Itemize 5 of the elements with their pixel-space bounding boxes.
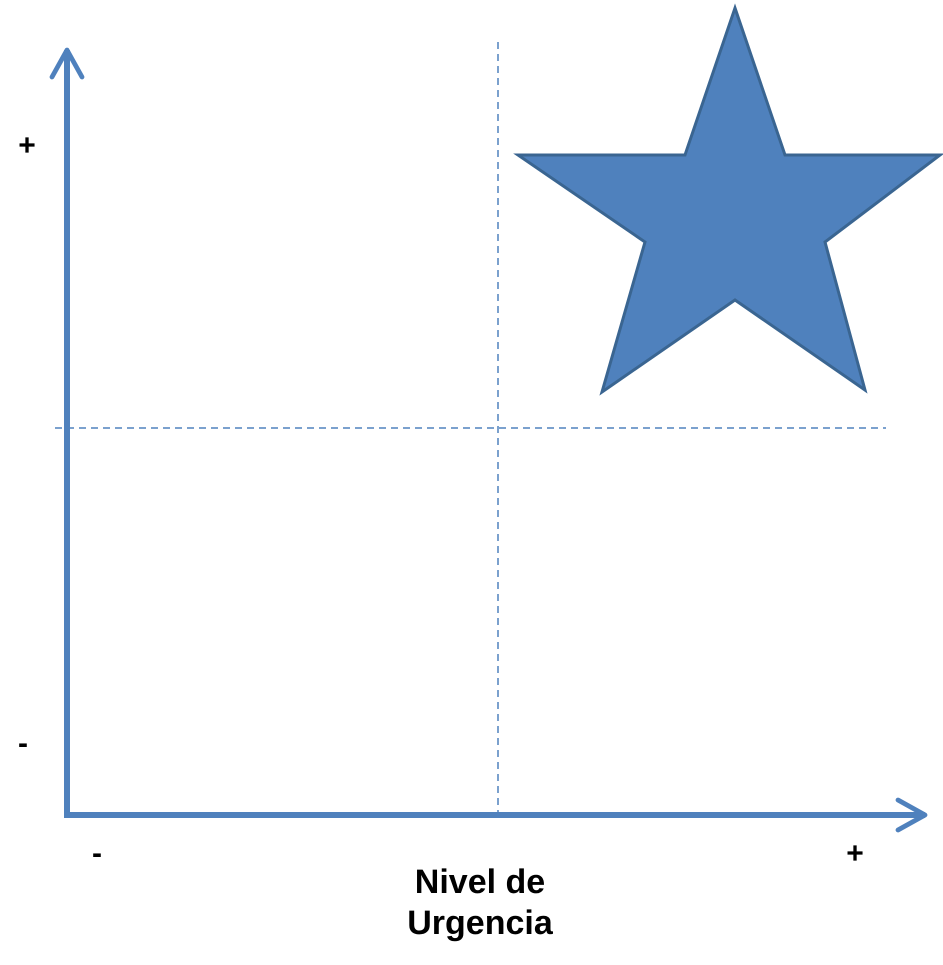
axis-tick-label: +	[845, 836, 865, 872]
axis-tick-label: -	[91, 836, 103, 872]
axis-tick-label: +	[17, 128, 37, 164]
axis-tick-label: -	[17, 726, 29, 762]
axis-title: Nivel de Urgencia	[406, 862, 554, 944]
